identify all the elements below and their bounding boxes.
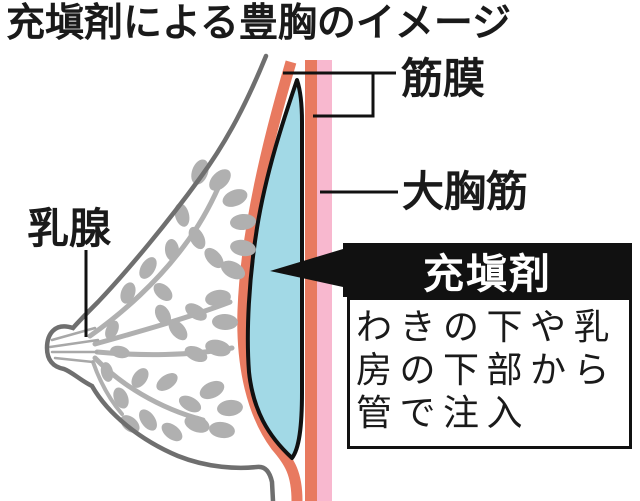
- fascia-back-band: [305, 60, 317, 501]
- filler-callout-body: わきの下や乳 房の下部から 管で注入: [347, 297, 632, 449]
- callout-body-line: 管で注入: [356, 392, 531, 433]
- fascia-pointer-line: [283, 71, 396, 118]
- filler-callout-header: 充塡剤: [343, 243, 632, 297]
- callout-arrow: [270, 249, 343, 287]
- label-mammary-gland: 乳腺: [27, 205, 112, 252]
- mammary-gland-lobules: [100, 159, 256, 442]
- label-fascia: 筋膜: [401, 55, 486, 102]
- fascia-front-band: [237, 60, 303, 501]
- milk-ducts: [48, 326, 100, 364]
- breast-outline: [44, 53, 276, 501]
- callout-body-line: 房の下部から: [356, 349, 618, 390]
- filler-shape: [245, 78, 304, 460]
- page-title: 充塡剤による豊胸のイメージ: [6, 2, 512, 45]
- callout-body-line: わきの下や乳: [356, 306, 618, 347]
- label-pectoral-muscle: 大胸筋: [402, 168, 529, 215]
